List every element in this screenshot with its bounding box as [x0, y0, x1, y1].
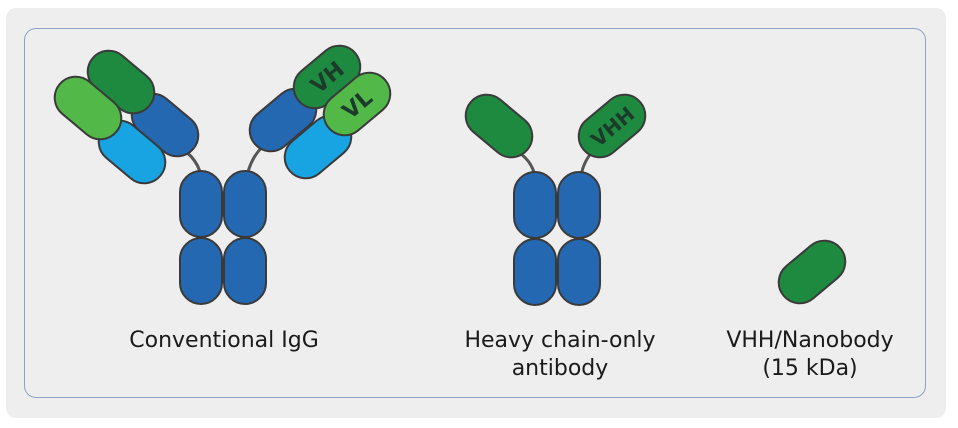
nanobody: [777, 239, 847, 305]
igg-ch2-left: [179, 170, 223, 238]
hcab-left-vhh: [464, 93, 534, 159]
figure-frame: [24, 28, 926, 398]
igg-right-vl: VL: [322, 71, 392, 137]
caption-vhh-line2: (15 kDa): [762, 356, 858, 381]
caption-conventional-igg: Conventional IgG: [104, 327, 344, 355]
igg-ch3-left: [179, 237, 223, 305]
caption-hcab-line2: antibody: [511, 356, 609, 381]
hcab-ch2-right: [557, 171, 601, 239]
igg-left-vl: [53, 75, 123, 141]
caption-hcab-line1: Heavy chain-only: [464, 328, 656, 353]
hcab-antibody: VHH: [464, 93, 647, 306]
hcab-ch2-left: [513, 171, 557, 239]
caption-vhh-line1: VHH/Nanobody: [726, 328, 894, 353]
hcab-ch3-left: [513, 238, 557, 306]
caption-vhh-nanobody: VHH/Nanobody (15 kDa): [690, 327, 930, 383]
hcab-ch3-right: [557, 238, 601, 306]
hcab-right-vhh: VHH: [577, 93, 647, 159]
caption-igg-text: Conventional IgG: [129, 328, 319, 353]
igg-ch3-right: [223, 237, 267, 305]
igg-antibody: VH VL: [53, 44, 392, 305]
caption-heavy-chain-only: Heavy chain-only antibody: [440, 327, 680, 383]
igg-ch2-right: [223, 170, 267, 238]
